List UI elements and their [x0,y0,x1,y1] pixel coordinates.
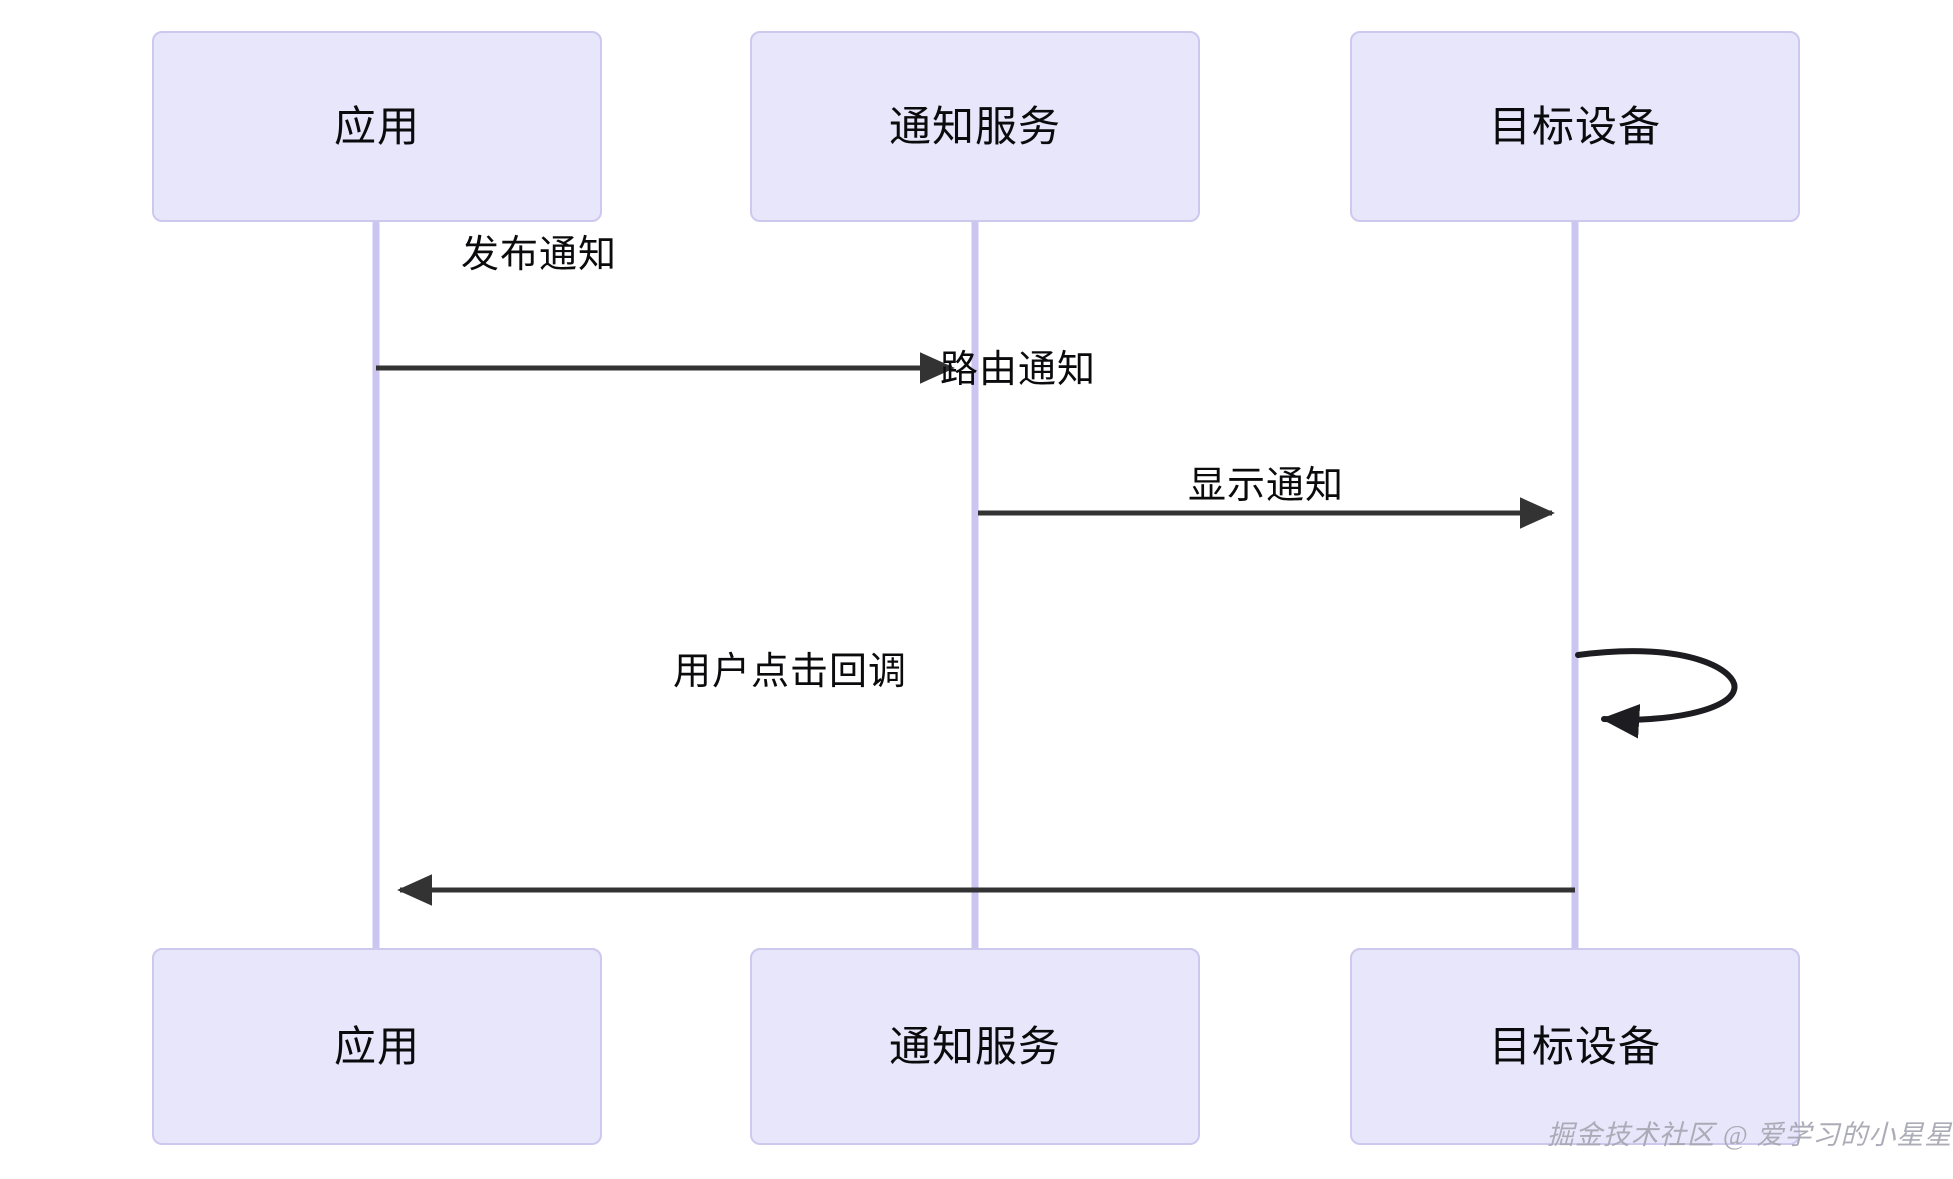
participant-label-app-top: 应用 [333,102,420,150]
participant-label-notify-service-top: 通知服务 [888,102,1061,150]
participant-box-target-device-bottom[interactable]: 目标设备 [1350,948,1800,1145]
participant-label-target-device-top: 目标设备 [1488,102,1661,150]
participant-box-notify-service-top[interactable]: 通知服务 [750,31,1200,222]
message-label-show-notification: 显示通知 [1187,465,1345,507]
participant-box-app-top[interactable]: 应用 [152,31,602,222]
message-label-publish-notification: 发布通知 [460,234,618,276]
participant-box-target-device-top[interactable]: 目标设备 [1350,31,1800,222]
participant-box-notify-service-bottom[interactable]: 通知服务 [750,948,1200,1145]
message-label-user-click-callback: 用户点击回调 [672,651,908,693]
participant-box-app-bottom[interactable]: 应用 [152,948,602,1145]
message-arrow-show-notification [1575,648,1738,739]
watermark-text: 掘金技术社区 @ 爱学习的小星星 [1547,1120,1953,1150]
message-label-route-notification: 路由通知 [939,349,1097,391]
participant-label-target-device-bottom: 目标设备 [1488,1022,1661,1070]
participant-label-app-bottom: 应用 [333,1022,420,1070]
participant-label-notify-service-bottom: 通知服务 [888,1022,1061,1070]
lifelines-group [372,222,1579,950]
